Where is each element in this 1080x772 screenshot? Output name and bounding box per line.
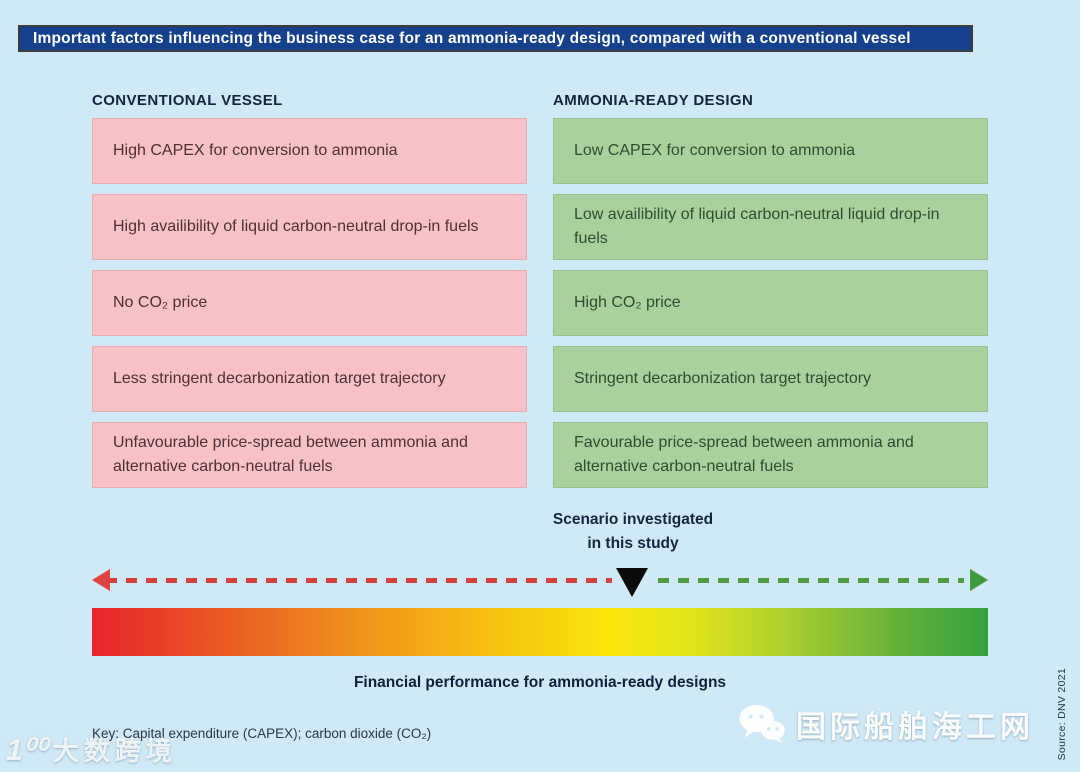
scenario-marker-icon xyxy=(616,568,648,597)
title-bar: Important factors influencing the busine… xyxy=(18,25,973,52)
factor-box-conventional-3: No CO₂ price xyxy=(92,270,527,336)
page-title: Important factors influencing the busine… xyxy=(33,29,911,47)
factor-box-ammonia-1: Low CAPEX for conversion to ammonia xyxy=(553,118,988,184)
scenario-axis-arrows xyxy=(92,566,988,600)
scenario-label-line1: Scenario investigated xyxy=(552,511,714,528)
watermark-bottom-right: 国际船舶海工网 xyxy=(738,702,1034,746)
factor-text: High availibility of liquid carbon-neutr… xyxy=(113,218,479,235)
watermark-right-text: 国际船舶海工网 xyxy=(796,711,1034,744)
factor-box-ammonia-3: High CO₂ price xyxy=(553,270,988,336)
watermark-bottom-left: 1⁰⁰ 大数跨境 xyxy=(6,731,177,768)
watermark-logo: 1⁰⁰ xyxy=(6,734,47,767)
scenario-label: Scenario investigated in this study xyxy=(553,508,713,556)
factor-box-conventional-5: Unfavourable price-spread between ammoni… xyxy=(92,422,527,488)
source-label: Source: DNV 2021 xyxy=(1056,667,1068,760)
key-footnote: Key: Capital expenditure (CAPEX); carbon… xyxy=(92,726,432,741)
watermark-left-text: 大数跨境 xyxy=(52,736,177,766)
factor-box-ammonia-2: Low availibility of liquid carbon-neutra… xyxy=(553,194,988,260)
gradient-caption: Financial performance for ammonia-ready … xyxy=(353,674,727,691)
performance-gradient-bar xyxy=(92,608,988,656)
factor-text: High CAPEX for conversion to ammonia xyxy=(113,142,398,159)
factor-text: Unfavourable price-spread between ammoni… xyxy=(113,434,468,475)
factor-text: Less stringent decarbonization target tr… xyxy=(113,370,446,387)
factor-text: Low CAPEX for conversion to ammonia xyxy=(574,142,856,159)
left-arrowhead-icon xyxy=(92,569,110,591)
scenario-label-line2: in this study xyxy=(587,535,679,553)
column-conventional: High CAPEX for conversion to ammonia Hig… xyxy=(92,118,527,488)
factor-box-conventional-4: Less stringent decarbonization target tr… xyxy=(92,346,527,412)
column-header-conventional: CONVENTIONAL VESSEL xyxy=(92,92,283,109)
right-arrowhead-icon xyxy=(970,569,988,591)
factor-text: Stringent decarbonization target traject… xyxy=(574,370,872,387)
factor-box-conventional-2: High availibility of liquid carbon-neutr… xyxy=(92,194,527,260)
factor-text: High CO₂ price xyxy=(574,294,681,311)
wechat-icon xyxy=(739,704,785,744)
column-header-ammonia-ready: AMMONIA-READY DESIGN xyxy=(553,92,754,109)
column-ammonia-ready: Low CAPEX for conversion to ammonia Low … xyxy=(553,118,988,488)
factor-box-ammonia-5: Favourable price-spread between ammonia … xyxy=(553,422,988,488)
factor-columns: High CAPEX for conversion to ammonia Hig… xyxy=(92,118,988,488)
factor-box-ammonia-4: Stringent decarbonization target traject… xyxy=(553,346,988,412)
factor-text: No CO₂ price xyxy=(113,294,208,311)
green-dashed-line xyxy=(658,578,964,583)
red-dashed-line xyxy=(106,578,612,583)
factor-text: Low availibility of liquid carbon-neutra… xyxy=(574,206,940,247)
factor-box-conventional-1: High CAPEX for conversion to ammonia xyxy=(92,118,527,184)
factor-text: Favourable price-spread between ammonia … xyxy=(574,434,914,475)
